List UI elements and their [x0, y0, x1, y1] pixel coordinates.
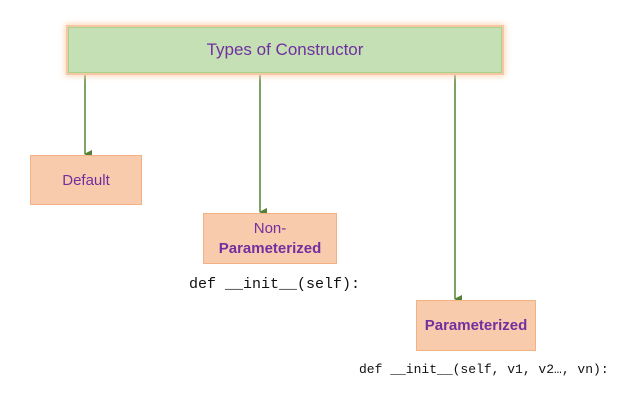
code-non-parameterized-signature: def __init__(self):: [189, 276, 361, 293]
node-non-parameterized: Non- Parameterized: [203, 213, 337, 264]
root-node-label: Types of Constructor: [206, 40, 364, 59]
node-parameterized-label: Parameterized: [424, 317, 528, 334]
node-parameterized: Parameterized: [416, 300, 536, 351]
node-non-parameterized-label-line2: Parameterized: [218, 239, 322, 257]
code-parameterized-signature: def __init__(self, v1, v2…, vn):: [359, 362, 609, 377]
root-node-types-of-constructor: Types of Constructor: [68, 27, 502, 73]
node-non-parameterized-label-line1: Non-: [253, 219, 287, 237]
node-default-label: Default: [62, 171, 110, 189]
node-default: Default: [30, 155, 142, 205]
